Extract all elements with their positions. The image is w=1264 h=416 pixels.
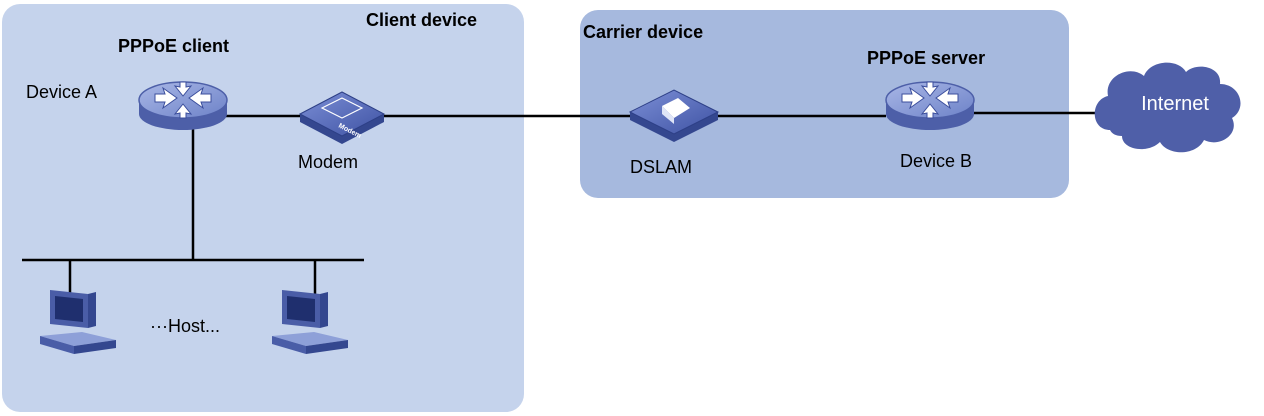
pc-icon xyxy=(272,290,348,354)
pc-icon xyxy=(40,290,116,354)
cloud-icon: Internet xyxy=(1094,62,1241,153)
device-a-label: Device A xyxy=(26,82,98,102)
pppoe-server-label: PPPoE server xyxy=(867,48,986,68)
hosts-label: ···Host... xyxy=(150,316,220,336)
router-icon xyxy=(138,81,228,130)
dslam-icon xyxy=(628,89,720,142)
client-device-title: Client device xyxy=(366,10,478,30)
device-b-label: Device B xyxy=(900,151,973,171)
carrier-device-title: Carrier device xyxy=(583,22,704,42)
modem-icon: Modem xyxy=(298,91,386,144)
dslam-label: DSLAM xyxy=(630,157,693,177)
modem-label: Modem xyxy=(298,152,359,172)
pppoe-client-label: PPPoE client xyxy=(118,36,230,56)
internet-label: Internet xyxy=(1141,93,1209,115)
router-icon xyxy=(885,81,975,130)
links xyxy=(22,111,1102,300)
